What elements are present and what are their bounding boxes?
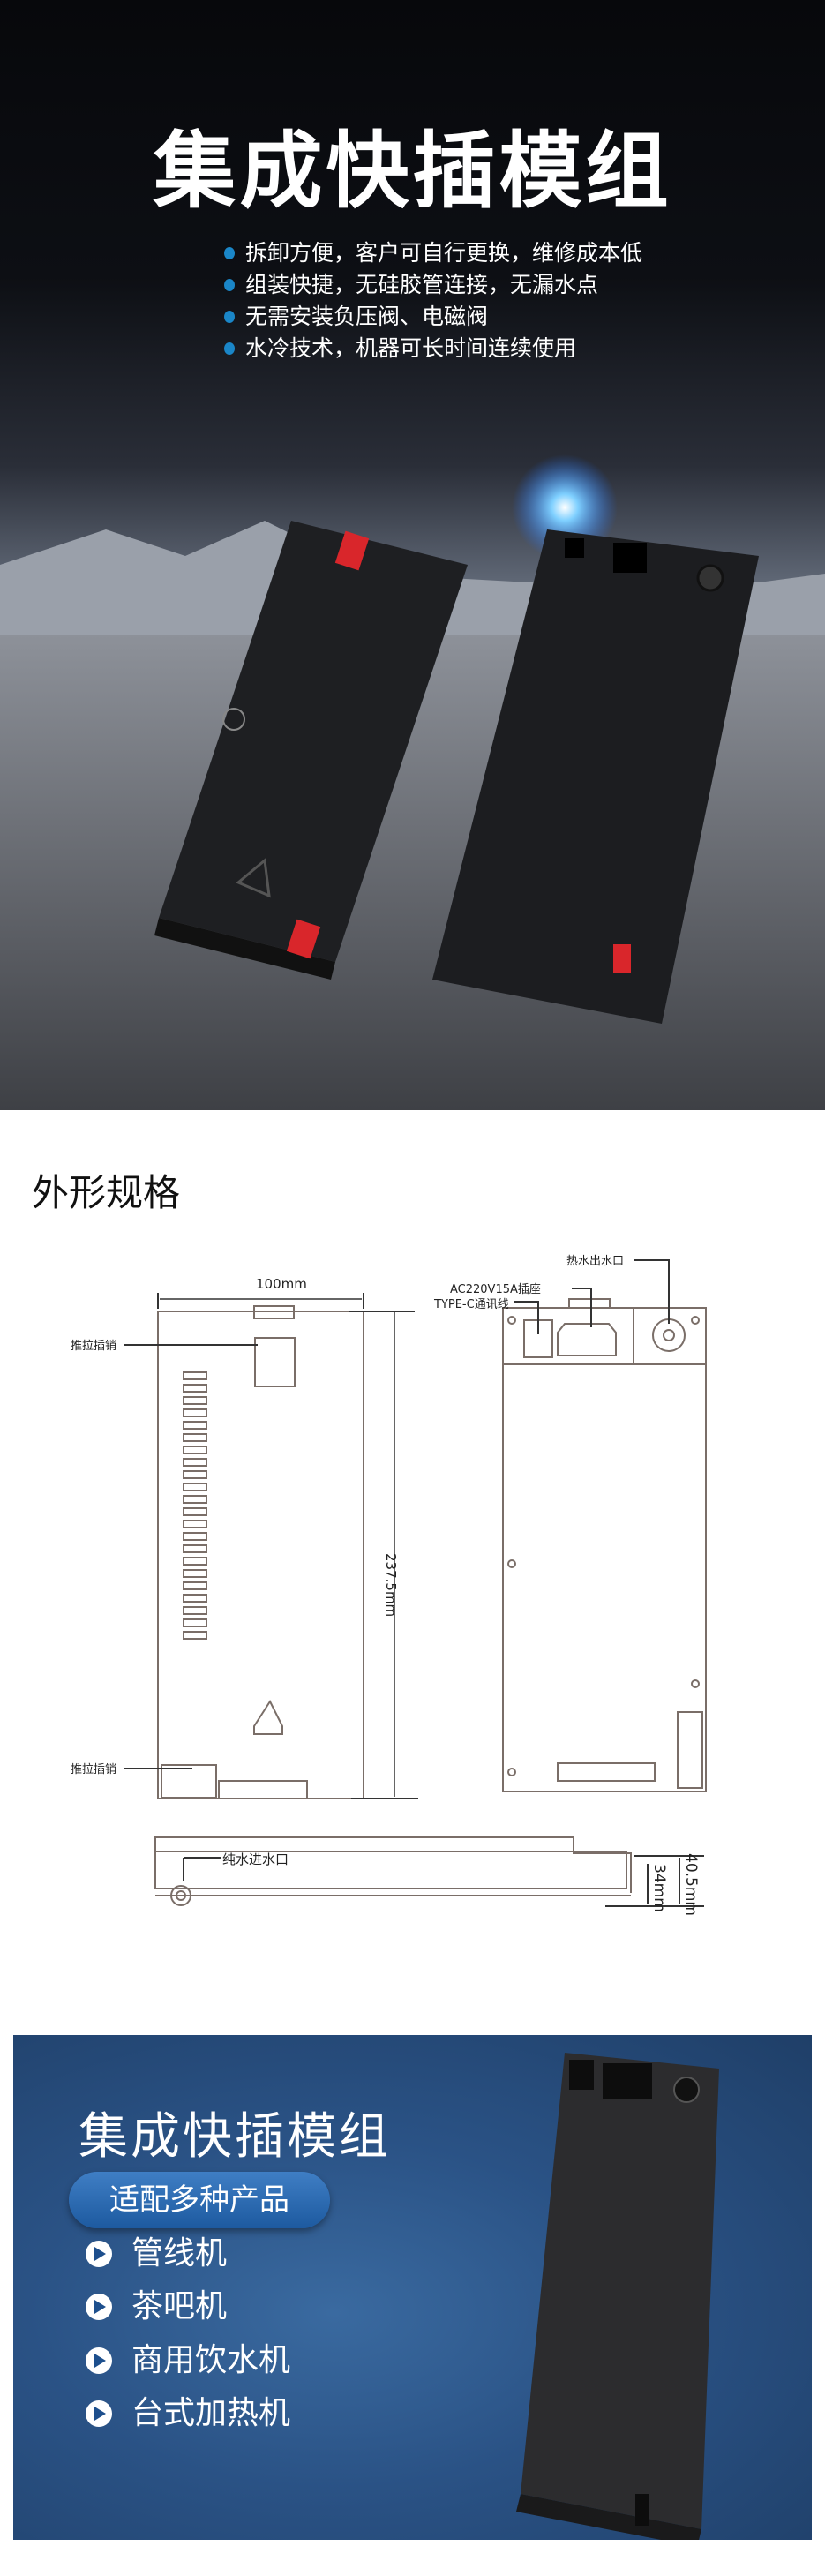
- vent-slot: [183, 1483, 207, 1491]
- light-flare: [512, 454, 618, 560]
- vent-slot: [183, 1408, 207, 1417]
- vent-slot: [183, 1594, 207, 1603]
- bullet-dot-icon: [224, 247, 235, 259]
- product-front-image: [154, 521, 468, 980]
- spec-section-title: 外形规格: [32, 1171, 181, 1214]
- vent-slot: [183, 1557, 207, 1566]
- front-view-drawing: [124, 1293, 418, 1799]
- play-arrow-icon: [86, 2241, 112, 2267]
- total-height-label: 40.5mm: [682, 1853, 700, 1916]
- body-height-label: 34mm: [650, 1864, 668, 1912]
- promo-panel: 集成快插模组 适配多种产品 管线机 茶吧机 商用饮水机 台式加热机: [13, 2035, 812, 2540]
- width-dimension-label: 100mm: [256, 1276, 307, 1292]
- vent-slot: [183, 1470, 207, 1479]
- product-image: [516, 2053, 719, 2540]
- feature-bullet: 组装快捷，无硅胶管连接，无漏水点: [224, 272, 598, 298]
- play-arrow-icon: [86, 2400, 112, 2427]
- vent-slot: [183, 1520, 207, 1528]
- vent-slot: [183, 1581, 207, 1590]
- compatibility-badge: 适配多种产品: [69, 2172, 330, 2228]
- socket-label: AC220V15A插座: [450, 1283, 541, 1296]
- vent-slot: [183, 1396, 207, 1405]
- height-dimension-label: 237.5mm: [383, 1553, 399, 1617]
- bullet-text: 无需安装负压阀、电磁阀: [245, 304, 489, 329]
- hero-title: 集成快插模组: [153, 124, 672, 220]
- feature-bullet: 拆卸方便，客户可自行更换，维修成本低: [224, 240, 642, 267]
- bullet-dot-icon: [224, 342, 235, 355]
- application-item: 管线机: [86, 2234, 227, 2273]
- side-view-drawing: [154, 1836, 704, 1907]
- application-item: 台式加热机: [86, 2394, 290, 2433]
- vent-slot: [183, 1606, 207, 1615]
- vent-slot: [183, 1433, 207, 1442]
- vent-slot: [183, 1532, 207, 1541]
- vent-slot: [183, 1384, 207, 1393]
- application-label: 茶吧机: [131, 2288, 228, 2324]
- application-item: 商用饮水机: [86, 2341, 290, 2380]
- latch-label-top: 推拉插销: [71, 1340, 116, 1353]
- vent-slot: [183, 1458, 207, 1467]
- application-item: 茶吧机: [86, 2287, 227, 2326]
- application-label: 台式加热机: [131, 2395, 291, 2431]
- back-view-drawing: [502, 1259, 707, 1792]
- hero-banner: 集成快插模组 拆卸方便，客户可自行更换，维修成本低 组装快捷，无硅胶管连接，无漏…: [0, 0, 825, 1110]
- play-arrow-icon: [86, 2294, 112, 2320]
- bullet-text: 组装快捷，无硅胶管连接，无漏水点: [245, 272, 599, 297]
- bullet-dot-icon: [224, 311, 235, 323]
- bullet-text: 水冷技术，机器可长时间连续使用: [245, 335, 577, 361]
- vent-slot: [183, 1544, 207, 1553]
- application-label: 管线机: [131, 2235, 228, 2272]
- water-inlet-label: 纯水进水口: [222, 1851, 289, 1867]
- hot-water-outlet-label: 热水出水口: [566, 1255, 624, 1268]
- product-back-image: [432, 529, 759, 1024]
- vent-slot: [183, 1421, 207, 1430]
- bullet-dot-icon: [224, 279, 235, 291]
- vent-slot: [183, 1495, 207, 1504]
- latch-label-bottom: 推拉插销: [71, 1763, 116, 1776]
- vent-slot: [183, 1507, 207, 1516]
- play-arrow-icon: [86, 2347, 112, 2374]
- promo-title: 集成快插模组: [79, 2108, 391, 2166]
- vent-slot: [183, 1618, 207, 1627]
- feature-bullet: 无需安装负压阀、电磁阀: [224, 304, 488, 330]
- bullet-text: 拆卸方便，客户可自行更换，维修成本低: [245, 240, 643, 266]
- feature-bullet: 水冷技术，机器可长时间连续使用: [224, 335, 576, 362]
- vent-slot: [183, 1631, 207, 1640]
- vent-slot: [183, 1569, 207, 1578]
- vent-slot: [183, 1371, 207, 1380]
- application-label: 商用饮水机: [131, 2342, 291, 2378]
- typec-label: TYPE-C通讯线: [433, 1298, 509, 1311]
- hero-scene: [0, 454, 825, 1110]
- vent-slot: [183, 1446, 207, 1454]
- dimension-drawings: 100mm 237.5mm 推拉插销 推拉插销 热水出水口 AC220V15A插…: [71, 1255, 707, 1916]
